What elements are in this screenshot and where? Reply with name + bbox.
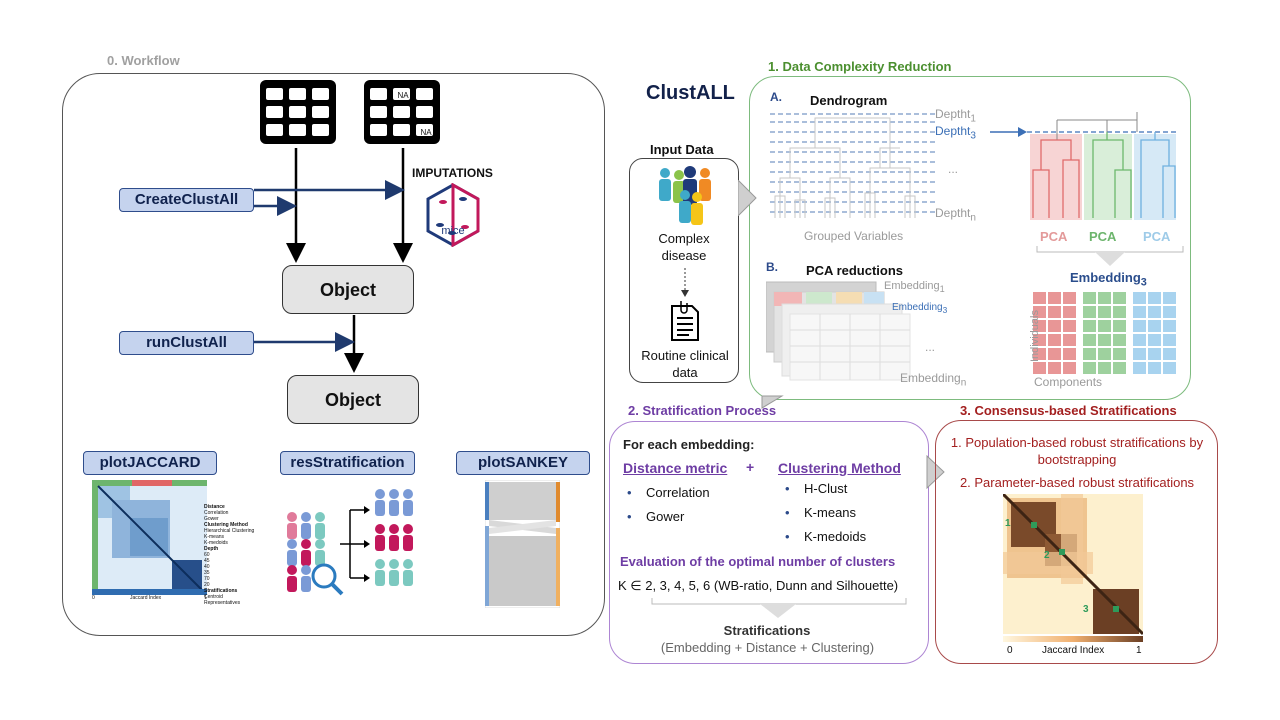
part-a-label: A.	[770, 90, 782, 104]
dendrogram-title: Dendrogram	[810, 93, 888, 108]
create-clustall-function: CreateClustAll	[119, 188, 254, 212]
distance-item: • Correlation	[627, 485, 710, 500]
stratifications-label: Stratifications	[723, 623, 811, 638]
section-2-title: 2. Stratification Process	[628, 403, 777, 418]
grouped-variables-label: Grouped Variables	[804, 229, 904, 243]
plot-jaccard-function: plotJACCARD	[83, 451, 217, 475]
heat-cluster-label: 3	[1083, 604, 1089, 615]
k-range-line: K ∈ 2, 3, 4, 5, 6 (WB-ratio, Dunn and Si…	[618, 578, 899, 593]
jaccard-legend: Distance Correlation Gower Clustering Me…	[204, 504, 255, 606]
components-axis-label: Components	[1034, 375, 1103, 389]
section-1-title: 1. Data Complexity Reduction	[768, 59, 952, 74]
part-b-label: B.	[766, 260, 778, 274]
object-box: Object	[287, 375, 419, 424]
res-stratification-function: resStratification	[280, 451, 415, 475]
distance-item: • Gower	[627, 509, 685, 524]
clustall-logo: ClustALL	[646, 82, 735, 104]
embedding3-title: Embedding3	[1070, 270, 1147, 289]
heat-cluster-label: 1	[1005, 518, 1011, 529]
depth3-cut-tree	[1027, 112, 1177, 220]
method-item: • H-Clust	[785, 481, 848, 496]
stratification-formula: (Embedding + Distance + Clustering)	[660, 640, 875, 655]
dendrogram-figure	[770, 113, 935, 218]
embedding3-grid	[1033, 292, 1176, 374]
distance-metric-heading: Distance metric	[623, 460, 728, 476]
consensus-panel	[935, 420, 1218, 664]
workflow-arrows	[254, 148, 413, 373]
population-robust-text: 1. Population-based robust stratificatio…	[950, 435, 1204, 467]
input-data-title: Input Data	[650, 142, 714, 157]
data-complexity-panel	[749, 76, 1191, 400]
pca-label-blue: PCA	[1143, 229, 1171, 244]
pca-reductions-title: PCA reductions	[806, 263, 904, 278]
workflow-title: 0. Workflow	[107, 53, 180, 68]
na-cell-label: NA	[397, 91, 409, 100]
mice-label: mice	[441, 225, 465, 237]
arrow-to-stratification	[761, 395, 784, 409]
depth-1-label: Deptht1	[935, 107, 976, 125]
run-clustall-function: runClustAll	[119, 331, 254, 355]
arrow-to-dendrogram	[738, 180, 757, 216]
routine-clinical-data-label: Routine clinical data	[641, 348, 729, 380]
section-3-title: 3. Consensus-based Stratifications	[960, 403, 1177, 418]
stratification-bracket	[651, 598, 907, 618]
complex-disease-label: Complex disease	[658, 231, 710, 263]
evaluation-heading: Evaluation of the optimal number of clus…	[620, 554, 896, 569]
jaccard-thumb-axis: 0 Jaccard Index 1	[92, 595, 207, 601]
data-table-icon	[260, 80, 336, 144]
jaccard-axis-min: 0	[1007, 645, 1013, 656]
jaccard-axis-title: Jaccard Index	[1042, 645, 1105, 656]
arrow-to-depth3-tree	[990, 127, 1027, 137]
plus-sign: +	[746, 459, 755, 475]
individuals-axis-label: Individuals	[1029, 310, 1041, 362]
dendrogram-ellipsis: ...	[948, 162, 959, 176]
for-each-embedding: For each embedding:	[623, 437, 755, 452]
embedding-ellipsis: ...	[925, 340, 936, 354]
method-item: • K-medoids	[785, 529, 867, 544]
input-data-box	[629, 158, 739, 383]
depth-3-label: Deptht3	[935, 124, 976, 142]
dashed-arrow	[681, 268, 689, 297]
heat-cluster-label: 2	[1044, 550, 1050, 561]
jaccard-heatmap-thumbnail	[92, 480, 207, 595]
stratification-panel	[609, 421, 929, 664]
clustering-method-heading: Clustering Method	[778, 460, 901, 476]
object-box: Object	[282, 265, 414, 314]
pca-label-red: PCA	[1040, 229, 1068, 244]
patient-stratification-icon	[287, 489, 413, 596]
workflow-panel	[62, 73, 605, 636]
pca-embedding-stack	[766, 281, 911, 381]
embedding-n-label: Embeddingn	[900, 371, 967, 389]
mice-hex-icon	[426, 183, 480, 247]
embedding-3-label: Embedding3	[892, 302, 948, 315]
imputations-label: IMPUTATIONS	[412, 166, 493, 180]
pca-merge-bracket	[1036, 246, 1184, 266]
consensus-jaccard-heatmap	[1003, 494, 1143, 642]
sankey-thumbnail	[485, 480, 560, 608]
plot-sankey-function: plotSANKEY	[456, 451, 590, 475]
depth-n-label: Depthtn	[935, 206, 976, 224]
patients-icon	[659, 166, 711, 225]
clinical-document-icon	[671, 301, 699, 341]
parameter-robust-text: 2. Parameter-based robust stratification…	[959, 475, 1195, 490]
embedding-1-label: Embedding1	[884, 280, 945, 295]
pca-label-green: PCA	[1089, 229, 1117, 244]
na-cell-label: NA	[420, 128, 432, 137]
method-item: • K-means	[785, 505, 857, 520]
data-table-na-icon	[364, 80, 440, 144]
jaccard-axis-max: 1	[1136, 645, 1142, 656]
